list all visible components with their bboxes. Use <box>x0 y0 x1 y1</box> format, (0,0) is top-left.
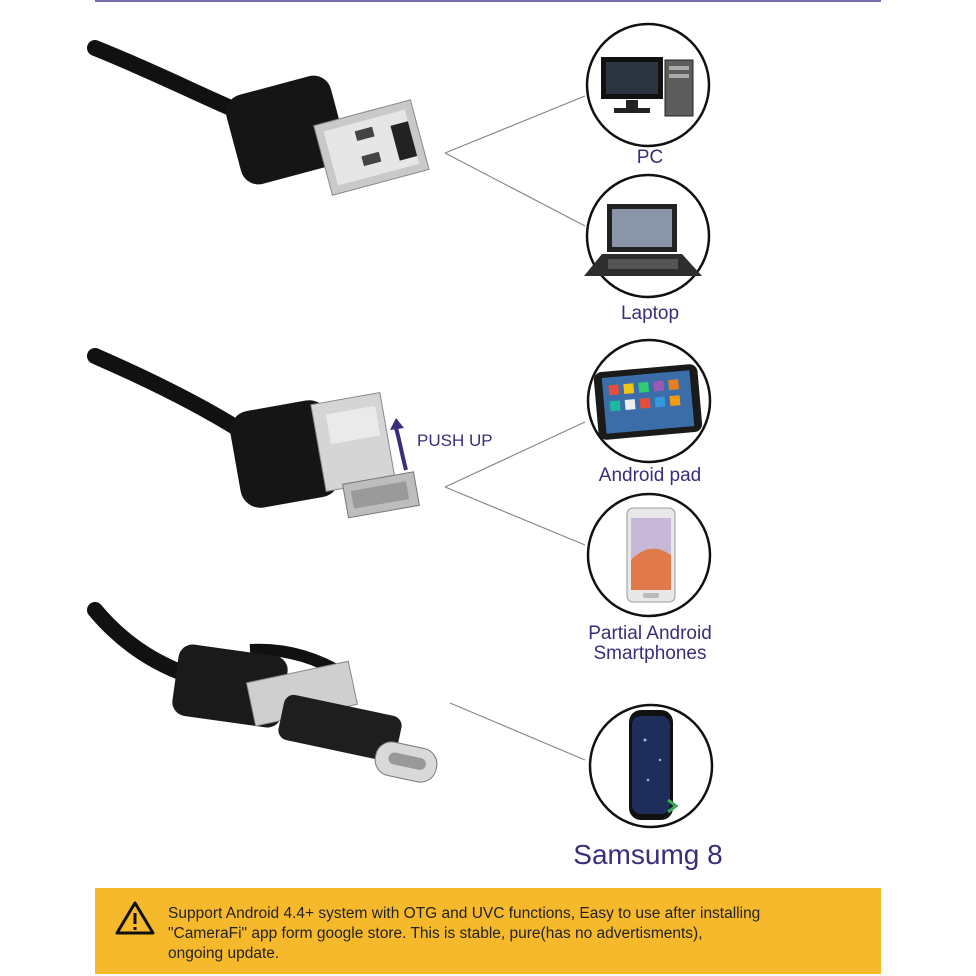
usb-a-connector <box>87 40 430 196</box>
tablet-icon <box>586 338 712 464</box>
desktop-pc-icon <box>585 22 711 148</box>
notice-line-3: ongoing update. <box>168 945 280 962</box>
push-up-arrow-icon <box>394 427 408 471</box>
push-up-label: PUSH UP <box>417 431 493 450</box>
notice-text: Support Android 4.4+ system with OTG and… <box>168 904 868 964</box>
laptop-icon <box>584 173 711 299</box>
notice-line-1: Support Android 4.4+ system with OTG and… <box>168 905 761 922</box>
notice-banner: Support Android 4.4+ system with OTG and… <box>95 888 881 974</box>
notice-line-2: "CameraFi" app form google store. This i… <box>168 925 703 942</box>
samsung-label: Samsumg 8 <box>573 839 723 870</box>
samsung-phone-icon <box>588 703 714 829</box>
warning-icon <box>115 901 155 935</box>
laptop-label: Laptop <box>620 303 680 324</box>
partial-android-label-line1: Partial Android <box>588 623 712 644</box>
type-c-connector <box>87 602 438 783</box>
flip-micro-usb-connector <box>87 348 420 519</box>
smartphone-icon <box>586 492 712 618</box>
android-pad-label: Android pad <box>598 465 702 486</box>
partial-android-label: Partial Android Smartphones <box>560 624 740 664</box>
pc-label: PC <box>636 147 664 168</box>
partial-android-label-line2: Smartphones <box>593 642 707 664</box>
